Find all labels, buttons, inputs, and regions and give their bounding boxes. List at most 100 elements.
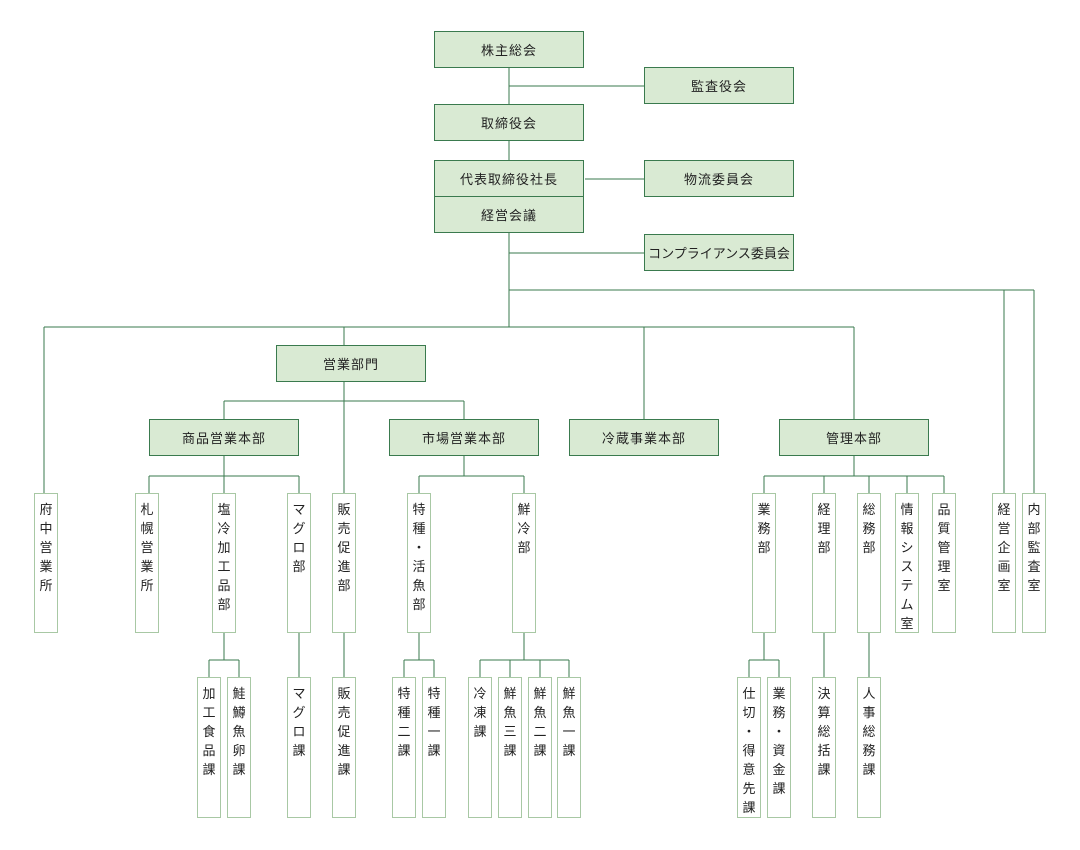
vertical-char: 工 <box>217 560 231 575</box>
vertical-char: 課 <box>202 763 216 778</box>
vertical-char: 中 <box>39 522 53 537</box>
dept-promotion: 販売促進部 <box>332 493 356 633</box>
vertical-char: 画 <box>997 560 1011 575</box>
vertical-char: 所 <box>39 579 53 594</box>
vertical-char: 冷 <box>217 522 231 537</box>
vertical-char: 得 <box>742 744 756 759</box>
vertical-char: ・ <box>412 541 426 556</box>
vertical-char: 塩 <box>217 503 231 518</box>
vertical-char: 販 <box>337 687 351 702</box>
vertical-char: 魚 <box>562 706 576 721</box>
vertical-char: 部 <box>217 598 231 613</box>
vertical-char: 食 <box>202 725 216 740</box>
vertical-char: 業 <box>140 560 154 575</box>
vertical-char: 決 <box>817 687 831 702</box>
vertical-char: 品 <box>217 579 231 594</box>
section-salmon-roe: 鮭鱒魚卵課 <box>227 677 251 818</box>
vertical-char: 管 <box>937 541 951 556</box>
vertical-char: 課 <box>772 782 786 797</box>
board-box: 取締役会 <box>434 104 584 141</box>
dept-internal-audit: 内部監査室 <box>1022 493 1046 633</box>
management-meeting-box: 経営会議 <box>434 196 584 233</box>
vertical-char: 魚 <box>533 706 547 721</box>
compliance-committee-label: コンプライアンス委員会 <box>648 247 790 262</box>
vertical-char: 理 <box>817 522 831 537</box>
section-hr: 人事総務課 <box>857 677 881 818</box>
auditor-label: 監査役会 <box>690 80 747 95</box>
vertical-char: 部 <box>757 541 771 556</box>
vertical-char: 室 <box>937 579 951 594</box>
vertical-char: 加 <box>217 541 231 556</box>
section-fresh-3: 鮮魚三課 <box>498 677 522 818</box>
dept-quality: 品質管理室 <box>932 493 956 633</box>
vertical-char: 課 <box>232 763 246 778</box>
section-settlement: 決算総括課 <box>812 677 836 818</box>
dept-fresh-frozen: 鮮冷部 <box>512 493 536 633</box>
vertical-char: シ <box>900 541 914 556</box>
vertical-char: 算 <box>817 706 831 721</box>
logistics-committee-label: 物流委員会 <box>683 173 754 188</box>
section-special-2: 特種二課 <box>392 677 416 818</box>
vertical-char: 特 <box>412 503 426 518</box>
dept-sapporo: 札幌営業所 <box>135 493 159 633</box>
vertical-char: 部 <box>1027 522 1041 537</box>
vertical-char: 報 <box>900 522 914 537</box>
vertical-char: 札 <box>140 503 154 518</box>
vertical-char: 三 <box>503 725 517 740</box>
vertical-char: 業 <box>39 560 53 575</box>
vertical-char: ロ <box>292 541 306 556</box>
vertical-char: 鱒 <box>232 706 246 721</box>
vertical-char: マ <box>292 687 306 702</box>
vertical-char: ・ <box>742 725 756 740</box>
vertical-char: 冷 <box>517 522 531 537</box>
dept-fuchu: 府中営業所 <box>34 493 58 633</box>
vertical-char: 務 <box>862 522 876 537</box>
auditor-box: 監査役会 <box>644 67 794 104</box>
vertical-char: 室 <box>997 579 1011 594</box>
vertical-char: 府 <box>39 503 53 518</box>
vertical-char: 室 <box>1027 579 1041 594</box>
vertical-char: 魚 <box>232 725 246 740</box>
vertical-char: 課 <box>397 744 411 759</box>
vertical-char: 課 <box>862 763 876 778</box>
section-fresh-1: 鮮魚一課 <box>557 677 581 818</box>
vertical-char: 課 <box>473 725 487 740</box>
compliance-committee-box: コンプライアンス委員会 <box>644 234 794 271</box>
vertical-char: 部 <box>412 598 426 613</box>
vertical-char: 販 <box>337 503 351 518</box>
vertical-char: 課 <box>427 744 441 759</box>
vertical-char: 質 <box>937 522 951 537</box>
cold-storage-hq-label: 冷蔵事業本部 <box>601 432 686 447</box>
vertical-char: 課 <box>292 744 306 759</box>
sales-division-label: 営業部門 <box>322 358 379 373</box>
vertical-char: 監 <box>1027 541 1041 556</box>
vertical-char: 経 <box>817 503 831 518</box>
vertical-char: 活 <box>412 560 426 575</box>
vertical-char: 総 <box>817 725 831 740</box>
vertical-char: 売 <box>337 522 351 537</box>
vertical-char: 所 <box>140 579 154 594</box>
vertical-char: 課 <box>742 801 756 816</box>
vertical-char: 売 <box>337 706 351 721</box>
product-sales-hq-box: 商品営業本部 <box>149 419 299 456</box>
vertical-char: 特 <box>397 687 411 702</box>
vertical-char: 査 <box>1027 560 1041 575</box>
vertical-char: 部 <box>817 541 831 556</box>
vertical-char: 営 <box>39 541 53 556</box>
vertical-char: 業 <box>772 687 786 702</box>
logistics-committee-box: 物流委員会 <box>644 160 794 197</box>
vertical-char: 一 <box>562 725 576 740</box>
vertical-char: テ <box>900 579 914 594</box>
vertical-char: 情 <box>900 503 914 518</box>
vertical-char: 種 <box>427 706 441 721</box>
board-label: 取締役会 <box>480 117 537 132</box>
section-frozen: 冷凍課 <box>468 677 492 818</box>
dept-planning: 経営企画室 <box>992 493 1016 633</box>
vertical-char: 仕 <box>742 687 756 702</box>
vertical-char: 卵 <box>232 744 246 759</box>
vertical-char: 業 <box>757 503 771 518</box>
vertical-char: 冷 <box>473 687 487 702</box>
vertical-char: 鮭 <box>232 687 246 702</box>
shareholders-meeting-label: 株主総会 <box>480 44 537 59</box>
dept-accounting: 経理部 <box>812 493 836 633</box>
